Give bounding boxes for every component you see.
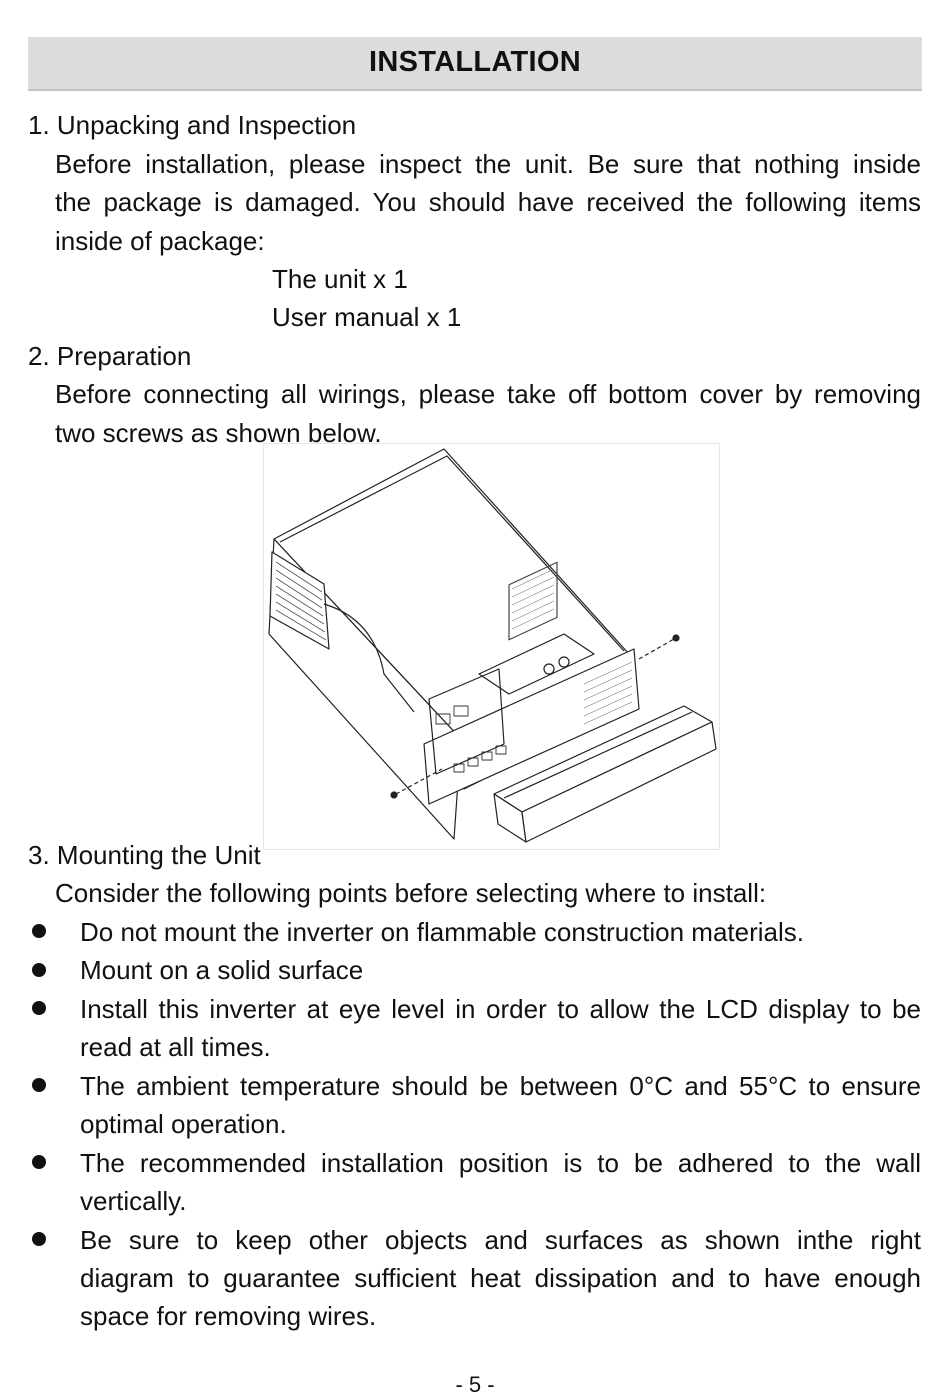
bullet-text: The recommended installation position is… (80, 1148, 921, 1178)
paragraph-line: the package is damaged. You should have … (55, 187, 921, 217)
bullet-dot (32, 1078, 46, 1092)
bullet-text: diagram to guarantee sufficient heat dis… (80, 1263, 921, 1293)
bullet-text: Do not mount the inverter on flammable c… (80, 917, 805, 947)
bullet-text: Mount on a solid surface (80, 955, 364, 985)
bullet-text: space for removing wires. (80, 1301, 377, 1331)
bullet-text: Be sure to keep other objects and surfac… (80, 1225, 921, 1255)
paragraph-line: Before installation, please inspect the … (55, 149, 921, 179)
bullet-dot (32, 924, 46, 938)
mounting-intro: Consider the following points before sel… (55, 878, 767, 908)
bullet-text: The ambient temperature should be betwee… (80, 1071, 921, 1101)
bullet-text: read at all times. (80, 1032, 271, 1062)
heading-mounting: 3. Mounting the Unit (28, 840, 261, 870)
section-header: INSTALLATION (28, 37, 922, 91)
inverter-cover-removal-illustration (263, 443, 720, 850)
bullet-dot (32, 1155, 46, 1169)
package-item: User manual x 1 (272, 302, 462, 332)
bullet-text: optimal operation. (80, 1109, 287, 1139)
bullet-text: Install this inverter at eye level in or… (80, 994, 921, 1024)
paragraph-line: Before connecting all wirings, please ta… (55, 379, 921, 409)
bullet-dot (32, 1232, 46, 1246)
bullet-dot (32, 1001, 46, 1015)
heading-unpacking: 1. Unpacking and Inspection (28, 110, 357, 140)
bullet-dot (32, 963, 46, 977)
bullet-text: vertically. (80, 1186, 187, 1216)
section-title: INSTALLATION (369, 46, 581, 78)
page-number: - 5 - (455, 1372, 495, 1397)
paragraph-line: inside of package: (55, 226, 265, 256)
package-item: The unit x 1 (272, 264, 408, 294)
heading-preparation: 2. Preparation (28, 341, 192, 371)
